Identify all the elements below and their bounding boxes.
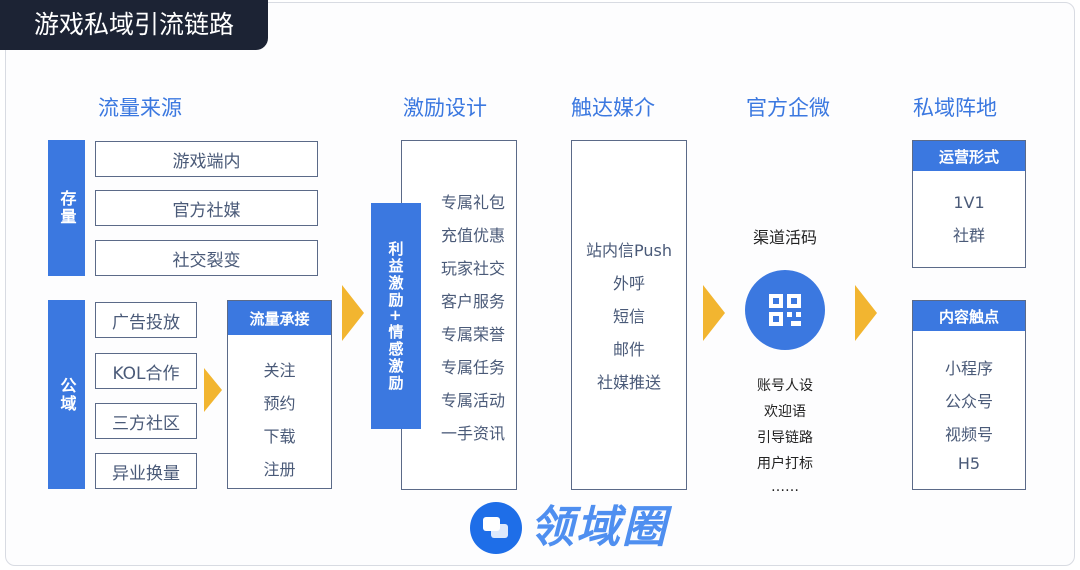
col-header-incentive: 激励设计 — [403, 96, 487, 120]
media-box: 站内信Push 外呼 短信 邮件 社媒推送 — [571, 140, 687, 490]
wecom-item: 账号人设 — [757, 378, 813, 394]
stock-item: 官方社媒 — [95, 190, 318, 226]
incentive-box: 专属礼包 充值优惠 玩家社交 客户服务 专属荣誉 专属任务 专属活动 一手资讯 — [401, 140, 517, 490]
intake-item: 注册 — [263, 460, 296, 479]
content-item: 小程序 — [944, 359, 993, 378]
ops-box: 运营形式 1V1 社群 — [912, 140, 1026, 268]
media-item: 社媒推送 — [596, 373, 661, 392]
content-item: 公众号 — [944, 392, 993, 411]
wecom-item: 引导链路 — [757, 430, 813, 446]
col-header-source: 流量来源 — [98, 96, 182, 120]
arrow-icon — [342, 285, 364, 341]
col-header-media: 触达媒介 — [571, 96, 655, 120]
ops-header: 运营形式 — [913, 141, 1025, 171]
stock-item: 游戏端内 — [95, 141, 318, 177]
page-title: 游戏私域引流链路 — [0, 0, 268, 50]
ops-item: 社群 — [952, 226, 985, 245]
intake-item: 下载 — [263, 427, 296, 446]
arrow-icon — [703, 285, 725, 341]
intake-item: 关注 — [263, 361, 296, 380]
content-box: 内容触点 小程序 公众号 视频号 H5 — [912, 300, 1026, 490]
media-item: 外呼 — [612, 274, 645, 293]
intake-item: 预约 — [263, 394, 296, 413]
public-label: 公域 — [48, 300, 85, 489]
incentive-item: 充值优惠 — [440, 226, 505, 245]
qr-code-icon — [745, 270, 825, 350]
incentive-item: 专属活动 — [440, 391, 505, 410]
content-header: 内容触点 — [913, 301, 1025, 331]
content-item: H5 — [957, 454, 981, 473]
stock-item: 社交裂变 — [95, 240, 318, 276]
public-item: 三方社区 — [95, 403, 197, 439]
incentive-type-label: 利益激励+情感激励 — [371, 203, 421, 429]
watermark-text: 领域圈 — [530, 502, 668, 553]
media-item: 站内信Push — [586, 241, 672, 260]
incentive-item: 专属任务 — [440, 358, 505, 377]
intake-box: 流量承接 关注 预约 下载 注册 — [227, 300, 332, 489]
wecom-item: 欢迎语 — [764, 404, 806, 420]
incentive-item: 专属礼包 — [440, 193, 505, 212]
media-item: 邮件 — [612, 340, 645, 359]
incentive-item: 一手资讯 — [440, 424, 505, 443]
wecom-item: 用户打标 — [757, 456, 813, 472]
incentive-item: 专属荣誉 — [440, 325, 505, 344]
public-item: KOL合作 — [95, 353, 197, 389]
media-item: 短信 — [612, 307, 645, 326]
col-header-wecom: 官方企微 — [746, 96, 830, 120]
incentive-item: 客户服务 — [440, 292, 505, 311]
public-item: 异业换量 — [95, 453, 197, 489]
ops-item: 1V1 — [953, 193, 985, 212]
content-item: 视频号 — [944, 425, 993, 444]
col-header-private: 私域阵地 — [913, 96, 997, 120]
wecom-top-label: 渠道活码 — [752, 228, 817, 247]
wecom-item: …… — [771, 479, 799, 495]
arrow-icon — [204, 368, 222, 412]
watermark-logo-icon — [470, 502, 522, 554]
arrow-icon — [855, 285, 877, 341]
public-item: 广告投放 — [95, 302, 197, 338]
stock-label: 存量 — [48, 140, 85, 276]
intake-header: 流量承接 — [228, 301, 331, 335]
incentive-item: 玩家社交 — [440, 259, 505, 278]
